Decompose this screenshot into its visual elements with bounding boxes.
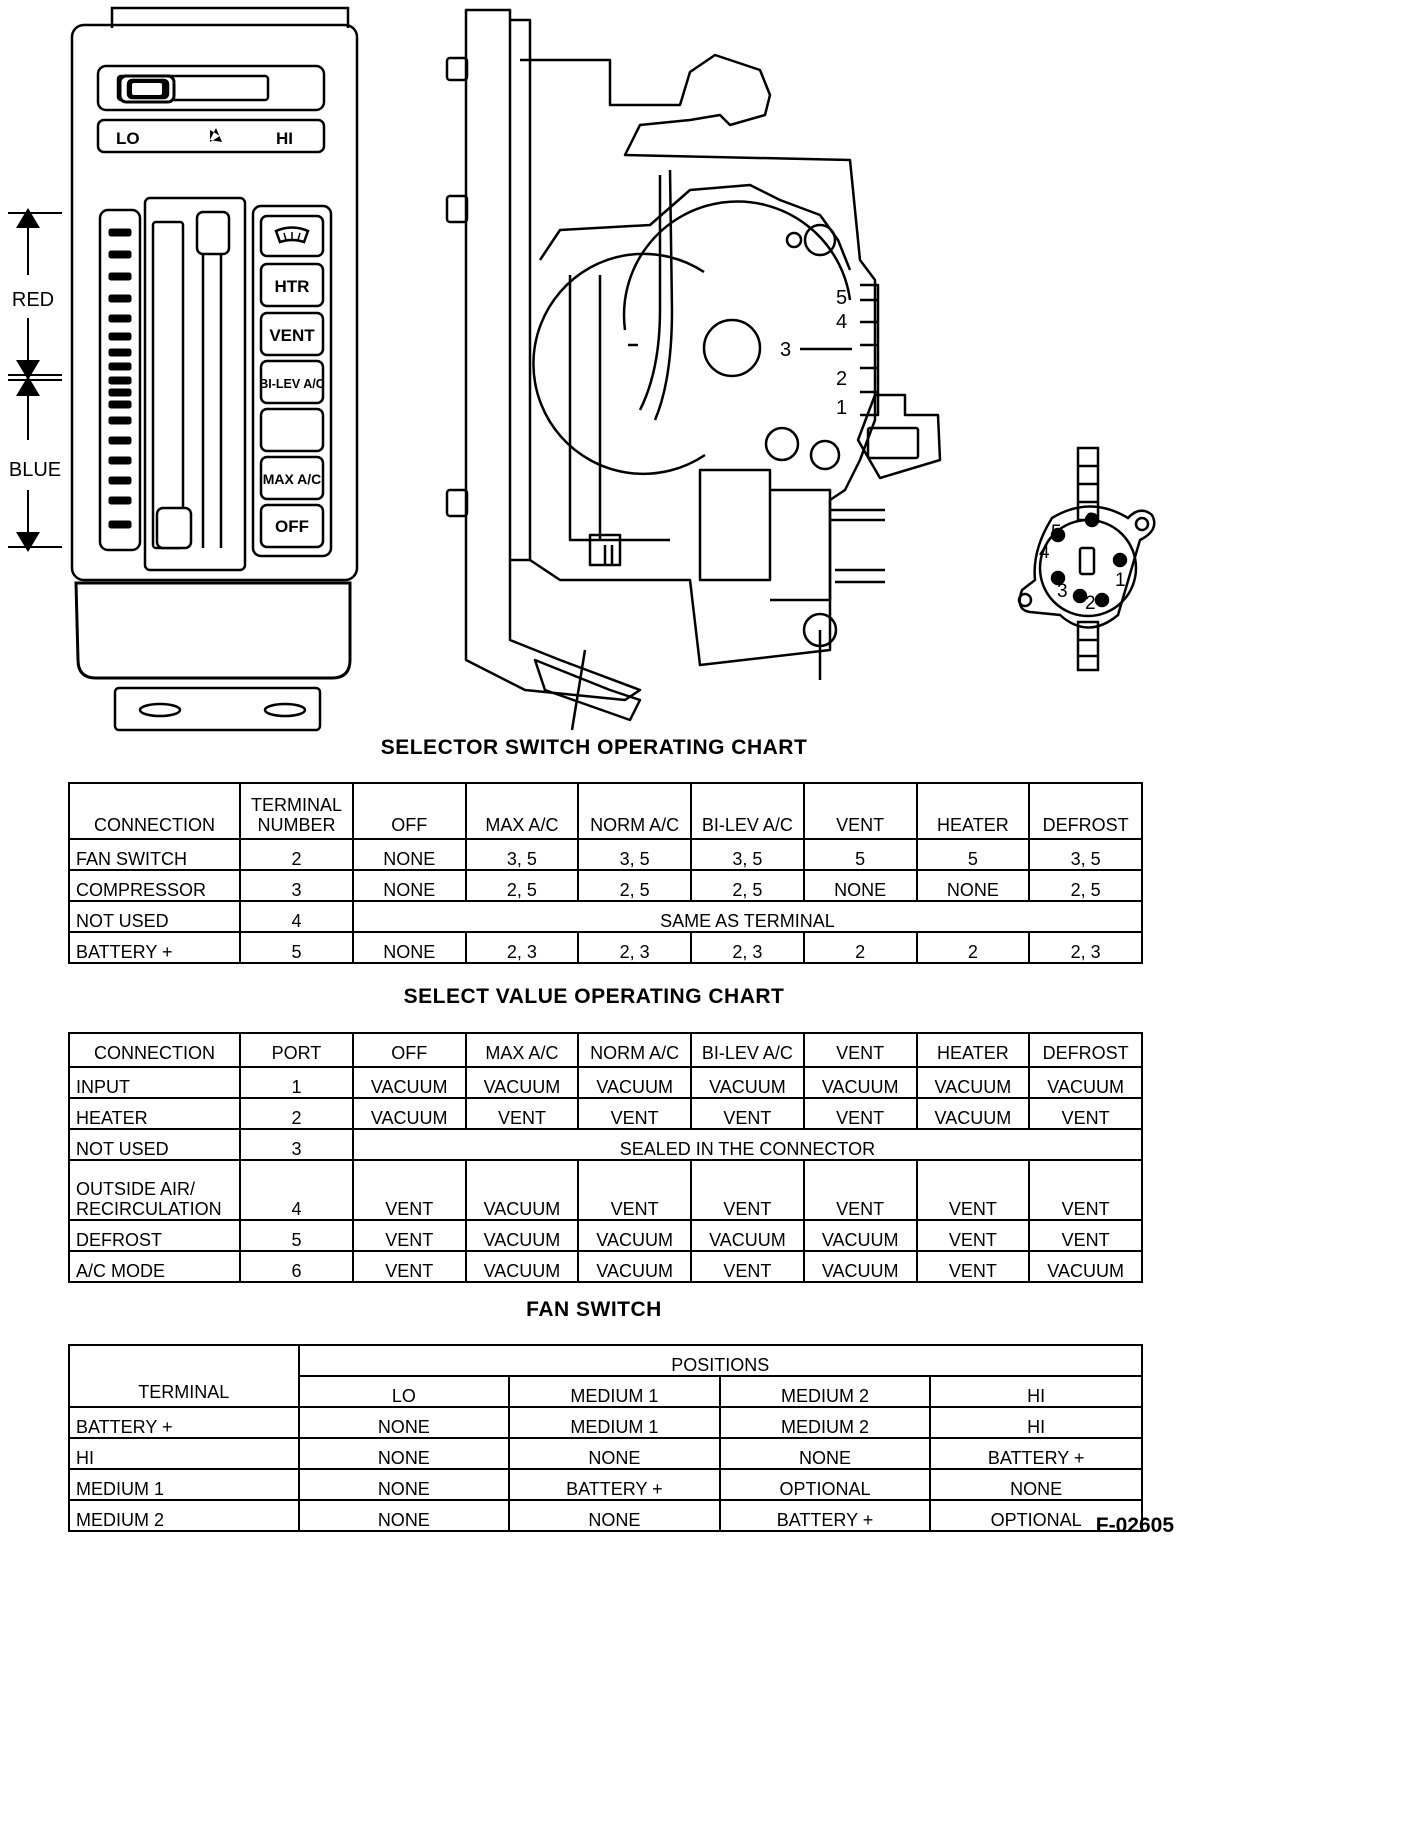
fan-header-hi: HI — [929, 1375, 1143, 1408]
table-row: NOT USED 4 SAME AS TERMINAL — [67, 900, 1144, 933]
fan-header-positions: POSITIONS — [297, 1344, 1144, 1377]
table-row: NOT USED 3 SEALED IN THE CONNECTOR — [67, 1128, 1144, 1161]
max-ac-button-label: MAX A/C — [263, 471, 322, 487]
port-2-label: 2 — [1085, 593, 1096, 614]
port-3-label: 3 — [1057, 581, 1068, 602]
table-row: DEFROST 5 VENT VACUUM VACUUM VACUUM VACU… — [67, 1219, 1143, 1252]
table-row: INPUT 1 VACUUM VACUUM VACUUM VACUUM VACU… — [67, 1066, 1143, 1099]
value-header-norm-ac: NORM A/C — [577, 1032, 693, 1068]
value-header-vent: VENT — [802, 1032, 918, 1068]
red-range-label: RED — [12, 289, 54, 311]
fan-header-medium-2: MEDIUM 2 — [718, 1375, 932, 1408]
htr-button-label: HTR — [275, 277, 310, 296]
selector-header-bilev-ac: BI-LEV A/C — [690, 782, 805, 840]
table-row: MEDIUM 1 NONE BATTERY + OPTIONAL NONE — [68, 1468, 1143, 1501]
selector-header-vent: VENT — [802, 782, 918, 840]
control-panel — [70, 6, 359, 732]
off-button-label: OFF — [275, 517, 309, 536]
fan-header-terminal: TERMINAL — [68, 1344, 300, 1408]
table-row: BATTERY + 5 NONE 2, 3 2, 3 2, 3 2 2 2, 3 — [67, 931, 1143, 964]
selector-switch-chart: CONNECTION TERMINAL NUMBER OFF MAX A/C N… — [67, 782, 1144, 964]
terminal-4-label: 4 — [836, 311, 847, 333]
selector-header-norm-ac: NORM A/C — [577, 782, 693, 840]
fan-hi-label: HI — [276, 129, 293, 148]
port-1-label: 1 — [1115, 570, 1126, 591]
selector-header-terminal: TERMINAL NUMBER — [239, 782, 354, 840]
fan-header-lo: LO — [297, 1375, 511, 1408]
range-dimension — [8, 208, 62, 552]
port-5-label: 5 — [1051, 522, 1062, 543]
value-header-port: PORT — [239, 1032, 354, 1068]
blue-range-label: BLUE — [9, 459, 61, 481]
vacuum-connector-end-view — [1017, 446, 1156, 672]
selector-header-heater: HEATER — [915, 782, 1031, 840]
fan-lo-label: LO — [116, 129, 140, 148]
value-header-connection: CONNECTION — [67, 1032, 242, 1068]
figure-id: F-02605 — [1095, 1514, 1174, 1537]
port-6-label: 6 — [1085, 510, 1096, 531]
table-row: HI NONE NONE NONE BATTERY + — [68, 1437, 1143, 1470]
terminal-1-label: 1 — [836, 397, 847, 419]
table-row: OUTSIDE AIR/ RECIRCULATION 4 VENT VACUUM… — [67, 1159, 1143, 1221]
fan-switch-chart: TERMINAL POSITIONS LO MEDIUM 1 MEDIUM 2 … — [68, 1344, 1144, 1532]
terminal-5-label: 5 — [836, 287, 847, 309]
selector-header-off: OFF — [351, 782, 467, 840]
value-header-heater: HEATER — [915, 1032, 1031, 1068]
value-header-defrost: DEFROST — [1028, 1032, 1143, 1068]
table-row: BATTERY + NONE MEDIUM 1 MEDIUM 2 HI — [68, 1406, 1143, 1439]
selector-header-defrost: DEFROST — [1028, 782, 1143, 840]
selector-header-max-ac: MAX A/C — [464, 782, 580, 840]
fan-header-medium-1: MEDIUM 1 — [508, 1375, 721, 1408]
value-header-off: OFF — [351, 1032, 467, 1068]
selector-header-connection: CONNECTION — [67, 782, 242, 840]
vent-button-label: VENT — [269, 326, 315, 345]
bilev-button-label: BI-LEV A/C — [259, 377, 325, 391]
terminal-3-label: 3 — [780, 339, 791, 361]
diagram-drawings: LO HI HTR VENT BI-LEV A/C MAX A/C OFF RE… — [8, 6, 1156, 732]
table-row: A/C MODE 6 VENT VACUUM VACUUM VENT VACUU… — [67, 1250, 1143, 1283]
table-row: COMPRESSOR 3 NONE 2, 5 2, 5 2, 5 NONE NO… — [67, 869, 1143, 902]
value-chart-title: SELECT VALUE OPERATING CHART — [403, 985, 785, 1008]
table-row: FAN SWITCH 2 NONE 3, 5 3, 5 3, 5 5 5 3, … — [67, 838, 1143, 871]
table-row: MEDIUM 2 NONE NONE BATTERY + OPTIONAL — [68, 1499, 1143, 1532]
value-header-max-ac: MAX A/C — [464, 1032, 580, 1068]
selector-switch-side-view — [445, 8, 942, 731]
port-4-label: 4 — [1039, 542, 1050, 563]
selector-chart-title: SELECTOR SWITCH OPERATING CHART — [380, 736, 808, 759]
fan-chart-title: FAN SWITCH — [526, 1298, 662, 1321]
value-header-bilev-ac: BI-LEV A/C — [690, 1032, 805, 1068]
select-value-chart: CONNECTION PORT OFF MAX A/C NORM A/C BI-… — [67, 1032, 1144, 1283]
table-row: HEATER 2 VACUUM VENT VENT VENT VENT VACU… — [67, 1097, 1143, 1130]
terminal-2-label: 2 — [836, 368, 847, 390]
